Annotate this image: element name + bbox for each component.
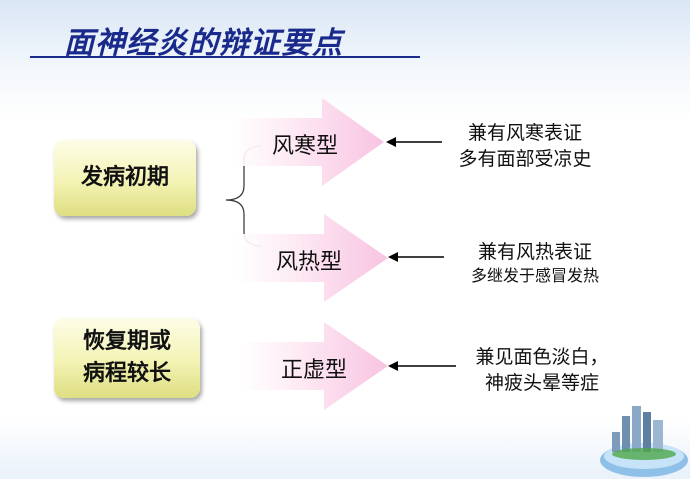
desc-wind-cold-line1: 兼有风寒表证	[467, 122, 582, 144]
wind-heat-pointer-head	[388, 252, 398, 262]
desc-deficiency-line2: 神疲头晕等症	[484, 372, 599, 394]
title-underline	[30, 56, 420, 58]
stage-early-box: 发病初期	[54, 140, 196, 216]
city-globe-icon	[600, 406, 688, 477]
desc-wind-cold-line2: 多有面部受凉史	[458, 148, 592, 170]
wind-heat-arrow-shape	[236, 214, 388, 302]
deficiency-arrow-shape	[242, 322, 388, 410]
page-title: 面神经炎的辩证要点	[64, 26, 343, 61]
deficiency-pointer-head	[388, 361, 398, 371]
wind-cold-pointer-head	[386, 137, 396, 147]
desc-deficiency-line1: 兼见面色淡白，	[475, 346, 609, 368]
desc-deficiency: 兼见面色淡白， 神疲头晕等症	[462, 344, 622, 396]
desc-wind-heat-line2: 多继发于感冒发热	[470, 266, 599, 285]
type-wind-heat: 风热型	[276, 250, 343, 275]
wind-cold-arrow-shape	[232, 98, 384, 186]
type-wind-cold: 风寒型	[272, 134, 339, 159]
type-deficiency: 正虚型	[281, 358, 348, 383]
desc-wind-cold: 兼有风寒表证 多有面部受凉史	[440, 120, 610, 172]
desc-wind-heat-line1: 兼有风热表证	[477, 241, 592, 263]
desc-wind-heat: 兼有风热表证 多继发于感冒发热	[450, 240, 620, 288]
stage-late-box: 恢复期或 病程较长	[54, 318, 200, 398]
